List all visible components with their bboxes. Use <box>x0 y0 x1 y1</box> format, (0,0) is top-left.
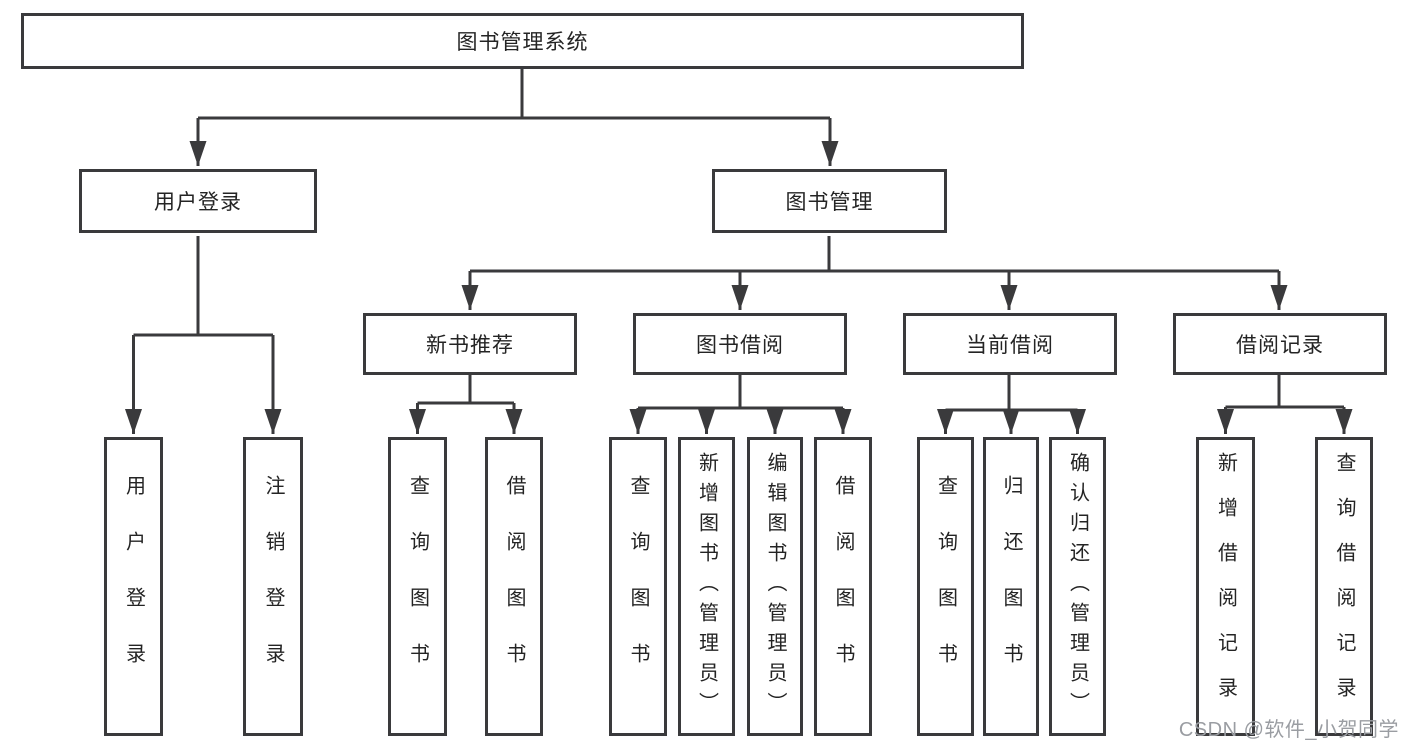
node-book-borrow-label: 图书借阅 <box>696 334 784 357</box>
leaf-query-books-recommend-label: 查询图书 <box>406 474 429 699</box>
node-root: 图书管理系统 <box>21 13 1024 69</box>
leaf-query-books-borrow: 查询图书 <box>609 437 667 736</box>
leaf-query-books-current-label: 查询图书 <box>934 474 957 699</box>
leaf-logout-label: 注销登录 <box>262 474 284 699</box>
leaf-query-books-current: 查询图书 <box>917 437 974 736</box>
leaf-return-books: 归还图书 <box>983 437 1039 736</box>
leaf-confirm-return-admin-label: 确认归还（管理员） <box>1066 451 1089 722</box>
leaf-borrow-books: 借阅图书 <box>814 437 872 736</box>
node-book-management: 图书管理 <box>712 169 947 233</box>
leaf-query-borrow-record: 查询借阅记录 <box>1315 437 1373 736</box>
node-current-borrow-label: 当前借阅 <box>966 334 1054 357</box>
node-borrow-records-label: 借阅记录 <box>1236 334 1324 357</box>
leaf-edit-books-admin-label: 编辑图书（管理员） <box>764 451 786 722</box>
leaf-query-books-borrow-label: 查询图书 <box>627 474 649 699</box>
node-new-book-recommend: 新书推荐 <box>363 313 577 375</box>
leaf-borrow-books-label: 借阅图书 <box>832 474 854 699</box>
csdn-watermark: CSDN @软件_小贺同学 <box>1178 719 1399 741</box>
node-new-book-recommend-label: 新书推荐 <box>426 334 514 357</box>
leaf-user-login-label: 用户登录 <box>122 474 145 699</box>
leaf-query-books-recommend: 查询图书 <box>388 437 447 736</box>
node-user-login-label: 用户登录 <box>154 191 242 214</box>
leaf-query-borrow-record-label: 查询借阅记录 <box>1333 451 1355 722</box>
leaf-add-books-admin-label: 新增图书（管理员） <box>695 451 718 722</box>
leaf-edit-books-admin: 编辑图书（管理员） <box>747 437 803 736</box>
leaf-add-books-admin: 新增图书（管理员） <box>678 437 735 736</box>
leaf-logout: 注销登录 <box>243 437 303 736</box>
leaf-return-books-label: 归还图书 <box>1000 474 1022 699</box>
leaf-add-borrow-record-label: 新增借阅记录 <box>1214 451 1237 722</box>
leaf-borrow-books-recommend: 借阅图书 <box>485 437 543 736</box>
leaf-add-borrow-record: 新增借阅记录 <box>1196 437 1255 736</box>
node-book-management-label: 图书管理 <box>785 191 874 214</box>
node-current-borrow: 当前借阅 <box>903 313 1117 375</box>
node-borrow-records: 借阅记录 <box>1173 313 1387 375</box>
node-book-borrow: 图书借阅 <box>633 313 847 375</box>
leaf-borrow-books-recommend-label: 借阅图书 <box>503 474 525 699</box>
node-root-label: 图书管理系统 <box>456 31 589 54</box>
node-user-login: 用户登录 <box>79 169 317 233</box>
leaf-user-login: 用户登录 <box>104 437 163 736</box>
leaf-confirm-return-admin: 确认归还（管理员） <box>1049 437 1106 736</box>
